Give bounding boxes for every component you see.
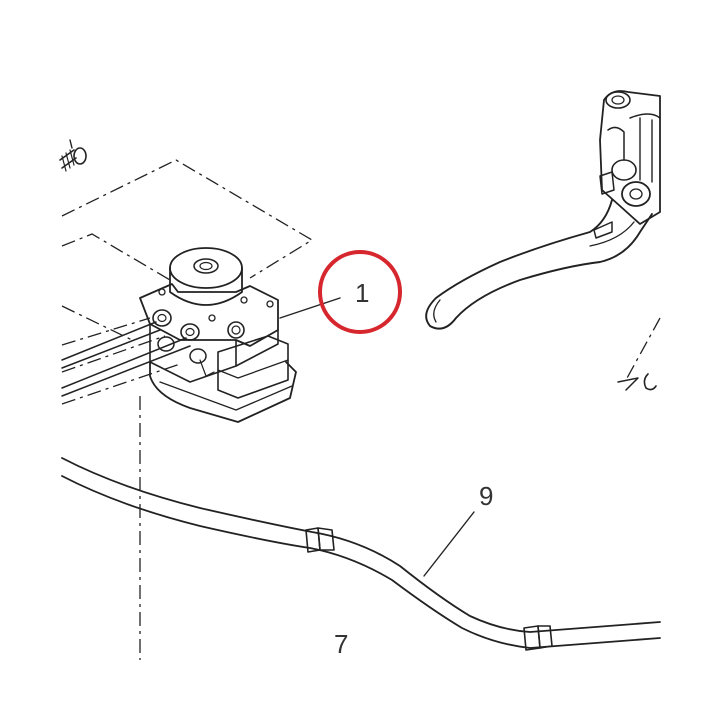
brake-lever-assembly	[425, 90, 661, 330]
callout-7[interactable]: 7	[334, 629, 348, 659]
callout-label-7: 7	[334, 629, 348, 659]
bracket-outline	[61, 159, 314, 660]
callout-label-9: 9	[479, 481, 493, 511]
callout-1[interactable]: 1	[279, 250, 402, 334]
brake-hose	[61, 457, 661, 651]
bolt-part	[59, 139, 87, 172]
callout-9[interactable]: 9	[423, 481, 493, 577]
callout-label-1: 1	[355, 278, 369, 308]
retaining-clip	[617, 317, 661, 391]
highlight-ring	[318, 250, 402, 334]
abs-modulator-unit	[61, 247, 297, 423]
